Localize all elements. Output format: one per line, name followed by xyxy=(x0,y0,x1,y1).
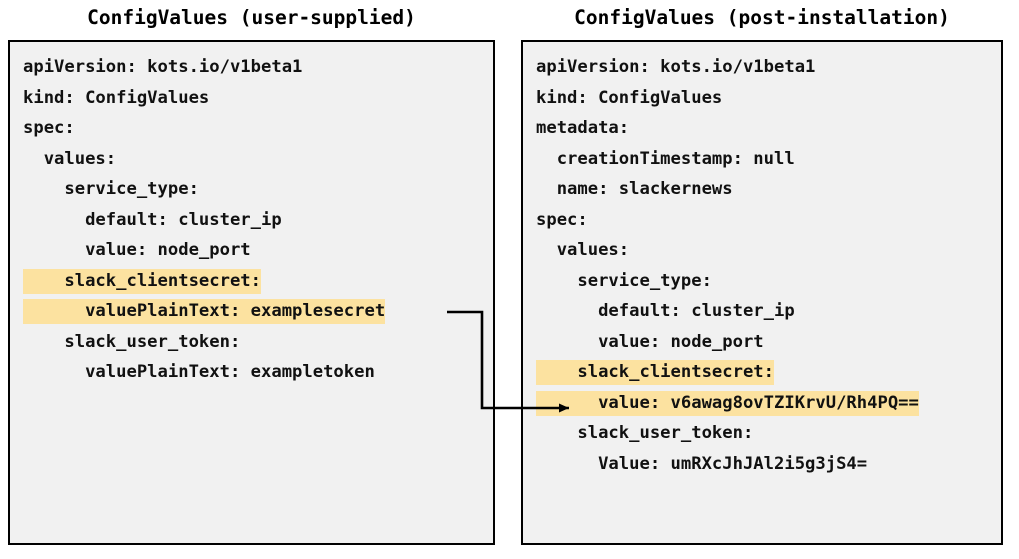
yaml-line-text: values: xyxy=(23,148,117,169)
yaml-line: metadata: xyxy=(536,113,1001,144)
yaml-line: default: cluster_ip xyxy=(536,296,1001,327)
yaml-line-text: name: slackernews xyxy=(536,179,733,199)
yaml-line: apiVersion: kots.io/v1beta1 xyxy=(536,52,1001,83)
yaml-line-text: apiVersion: kots.io/v1beta1 xyxy=(23,57,303,77)
yaml-line: slack_clientsecret: xyxy=(536,357,1001,388)
yaml-line: service_type: xyxy=(536,266,1001,297)
yaml-line-text: kind: ConfigValues xyxy=(536,87,723,108)
yaml-line: value: node_port xyxy=(23,235,493,266)
yaml-line: name: slackernews xyxy=(536,174,1001,205)
yaml-line: value: v6awag8ovTZIKrvU/Rh4PQ== xyxy=(536,388,1001,419)
yaml-line: values: xyxy=(23,144,493,175)
right-panel-yaml: apiVersion: kots.io/v1beta1 kind: ConfigV… xyxy=(523,52,1001,479)
yaml-line: apiVersion: kots.io/v1beta1 xyxy=(23,52,493,83)
yaml-line-text: value: v6awag8ovTZIKrvU/Rh4PQ== xyxy=(536,390,919,416)
yaml-line: creationTimestamp: null xyxy=(536,144,1001,175)
yaml-line: valuePlainText: examplesecret xyxy=(23,296,493,327)
right-panel-configvalues-post-installation: apiVersion: kots.io/v1beta1 kind: ConfigV… xyxy=(521,40,1003,545)
yaml-line-text: apiVersion: kots.io/v1beta1 xyxy=(536,57,816,77)
yaml-line-text: spec: xyxy=(536,209,588,230)
yaml-line-text: kind: ConfigValues xyxy=(23,87,210,108)
yaml-line: value: node_port xyxy=(536,327,1001,358)
yaml-line: slack_user_token: xyxy=(23,327,493,358)
yaml-line: slack_clientsecret: xyxy=(23,266,493,297)
yaml-line: service_type: xyxy=(23,174,493,205)
right-panel-title: ConfigValues (post-installation) xyxy=(574,6,950,29)
yaml-line-text: default: cluster_ip xyxy=(23,209,282,230)
yaml-line-text: value: node_port xyxy=(23,240,251,260)
yaml-line-text: Value: umRXcJhJAl2i5g3jS4= xyxy=(536,453,868,474)
yaml-line-text: spec: xyxy=(23,118,75,138)
left-panel-configvalues-user-supplied: apiVersion: kots.io/v1beta1 kind: ConfigV… xyxy=(8,40,495,545)
yaml-line: kind: ConfigValues xyxy=(536,83,1001,114)
yaml-line-text: slack_clientsecret: xyxy=(536,360,774,385)
yaml-line: spec: xyxy=(536,205,1001,236)
yaml-line-text: service_type: xyxy=(23,179,199,199)
yaml-line-text: valuePlainText: exampletoken xyxy=(23,362,375,382)
yaml-line-text: slack_clientsecret: xyxy=(23,268,261,294)
yaml-line-text: creationTimestamp: null xyxy=(536,148,795,169)
yaml-line: slack_user_token: xyxy=(536,418,1001,449)
yaml-line: values: xyxy=(536,235,1001,266)
yaml-line: spec: xyxy=(23,113,493,144)
yaml-line-text: valuePlainText: examplesecret xyxy=(23,299,386,324)
yaml-line: valuePlainText: exampletoken xyxy=(23,357,493,388)
yaml-line-text: slack_user_token: xyxy=(536,423,754,443)
yaml-line-text: slack_user_token: xyxy=(23,331,241,352)
yaml-line-text: metadata: xyxy=(536,118,630,138)
yaml-line-text: service_type: xyxy=(536,270,712,291)
yaml-line-text: values: xyxy=(536,240,630,260)
left-panel-title: ConfigValues (user-supplied) xyxy=(87,6,416,29)
yaml-line: kind: ConfigValues xyxy=(23,83,493,114)
yaml-line: default: cluster_ip xyxy=(23,205,493,236)
yaml-line-text: default: cluster_ip xyxy=(536,301,795,321)
yaml-line-text: value: node_port xyxy=(536,331,764,352)
yaml-line: Value: umRXcJhJAl2i5g3jS4= xyxy=(536,449,1001,480)
left-panel-yaml: apiVersion: kots.io/v1beta1 kind: ConfigV… xyxy=(10,52,493,388)
